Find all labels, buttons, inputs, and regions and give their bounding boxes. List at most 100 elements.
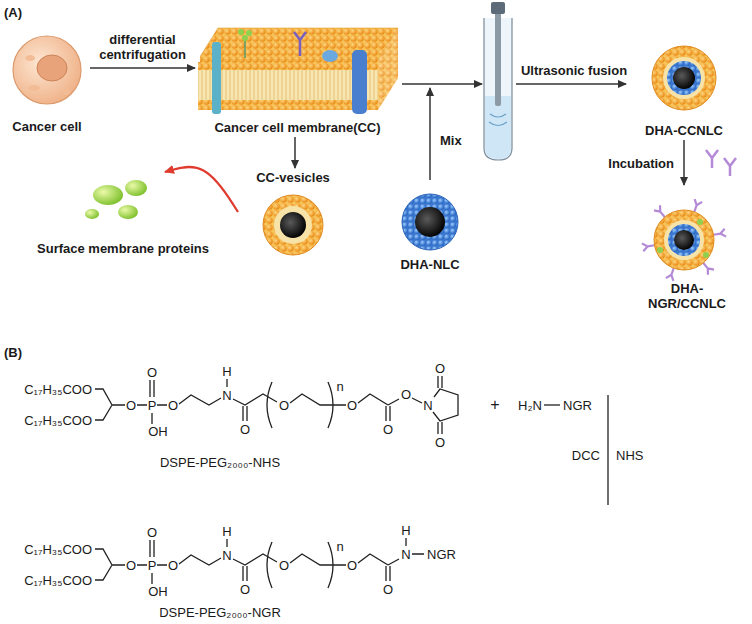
chem-label: H <box>222 525 231 538</box>
cc-vesicle <box>263 195 323 255</box>
organelle <box>25 55 35 61</box>
chem-label: O <box>147 526 157 539</box>
chem-label: N <box>222 549 231 562</box>
chem-label: NHS <box>616 449 643 462</box>
lipid-bonds <box>95 539 390 588</box>
nhs-ester-bonds <box>388 376 458 434</box>
chem-label: NGR <box>563 399 592 412</box>
chem-label: O <box>401 388 411 401</box>
nlc-core <box>415 207 445 237</box>
chem-label: O <box>126 399 136 412</box>
chem-label: H₂N <box>518 399 542 412</box>
chem-label: C₁₇H₃₅COO <box>24 543 92 556</box>
organelle <box>62 89 70 95</box>
chem-label: DCC <box>572 449 600 462</box>
illustrated-step: DHA-NLC <box>385 182 475 274</box>
chem-label: n <box>336 540 343 553</box>
protein-blob <box>85 209 99 219</box>
ultrasound-waves <box>489 114 507 126</box>
illustrated-step: Cancer cell membrane(CC) <box>195 25 400 137</box>
membrane-surface <box>198 28 398 60</box>
step-label: DHA-NLC <box>397 255 462 274</box>
chem-label: C₁₇H₃₅COO <box>24 383 92 396</box>
glycoprotein <box>244 40 246 58</box>
membrane-channel <box>352 50 367 114</box>
ngr-ccnlc-particle <box>654 210 714 270</box>
particle-core <box>674 230 694 250</box>
glycan <box>242 35 248 41</box>
panel-label: (A) <box>4 6 22 19</box>
chem-label: OH <box>148 425 168 438</box>
chem-label: DSPE-PEG₂₀₀₀-NHS <box>160 456 280 469</box>
particle-layer <box>664 220 704 260</box>
chem-label: NGR <box>427 548 456 561</box>
edge-label: Incubation <box>606 155 676 170</box>
chem-label: H <box>401 524 410 537</box>
chem-label: O <box>347 559 357 572</box>
cancer-cell <box>13 36 81 104</box>
vesicle-core <box>280 212 306 238</box>
glycan <box>238 29 244 35</box>
chem-label: O <box>383 423 393 436</box>
chem-label: O <box>383 583 393 596</box>
particle-core <box>673 67 695 89</box>
chem-label: C₁₇H₃₅COO <box>24 574 92 587</box>
particle-layer <box>663 57 705 99</box>
illustrated-step: DHA-NGR/CCNLC <box>628 185 746 313</box>
chem-label: N <box>401 548 410 561</box>
membrane-heads <box>198 100 378 110</box>
chem-label: O <box>168 399 178 412</box>
chem-label: O <box>147 366 157 379</box>
particle-layer <box>667 61 701 95</box>
chem-label: N <box>222 389 231 402</box>
edge-label: differential centrifugation <box>86 32 200 62</box>
antibody <box>706 150 736 176</box>
protein-blob <box>125 180 147 196</box>
reaction-line <box>607 395 608 505</box>
process-arrow <box>90 67 195 69</box>
illustrated-step: Surface membrane proteins <box>28 172 218 258</box>
probe-handle <box>491 2 505 14</box>
vesicle-lumen <box>274 206 312 244</box>
receptor <box>294 32 306 56</box>
chem-label: O <box>240 583 250 596</box>
step-label: DHA-CCNLC <box>642 121 726 140</box>
chem-label: O <box>168 559 178 572</box>
chem-label: P <box>148 399 157 412</box>
ccnlc-particle <box>652 46 716 110</box>
protein-blob <box>93 185 123 205</box>
amide-bonds <box>388 538 424 565</box>
step-label: Cancer cell membrane(CC) <box>211 118 383 137</box>
membrane-heads <box>198 60 378 70</box>
process-arrow <box>402 83 482 85</box>
membrane-side <box>378 28 398 110</box>
process-arrow <box>683 140 685 185</box>
chem-label: OH <box>148 585 168 598</box>
peptide-dot <box>657 247 663 253</box>
process-arrow <box>516 83 626 85</box>
chem-label: + <box>490 397 499 413</box>
peptide-dot <box>697 219 703 225</box>
illustrated-step: Cancer cell <box>4 28 90 136</box>
mix-arrow <box>429 88 431 180</box>
glycan <box>246 30 252 36</box>
chem-label: P <box>148 559 157 572</box>
peptide-dot <box>703 252 709 258</box>
step-label: Cancer cell <box>9 117 84 136</box>
amine-bond <box>544 404 560 405</box>
chem-label: O <box>435 436 445 449</box>
protein-blob <box>118 205 138 219</box>
membrane-protein <box>322 50 338 62</box>
chem-label: C₁₇H₃₅COO <box>24 414 92 427</box>
cell-nucleus <box>37 55 67 81</box>
nlc-particle <box>402 194 458 250</box>
organelle <box>28 85 40 91</box>
antibody-ring <box>642 199 726 281</box>
chem-label: H <box>222 365 231 378</box>
antibody <box>713 229 726 239</box>
